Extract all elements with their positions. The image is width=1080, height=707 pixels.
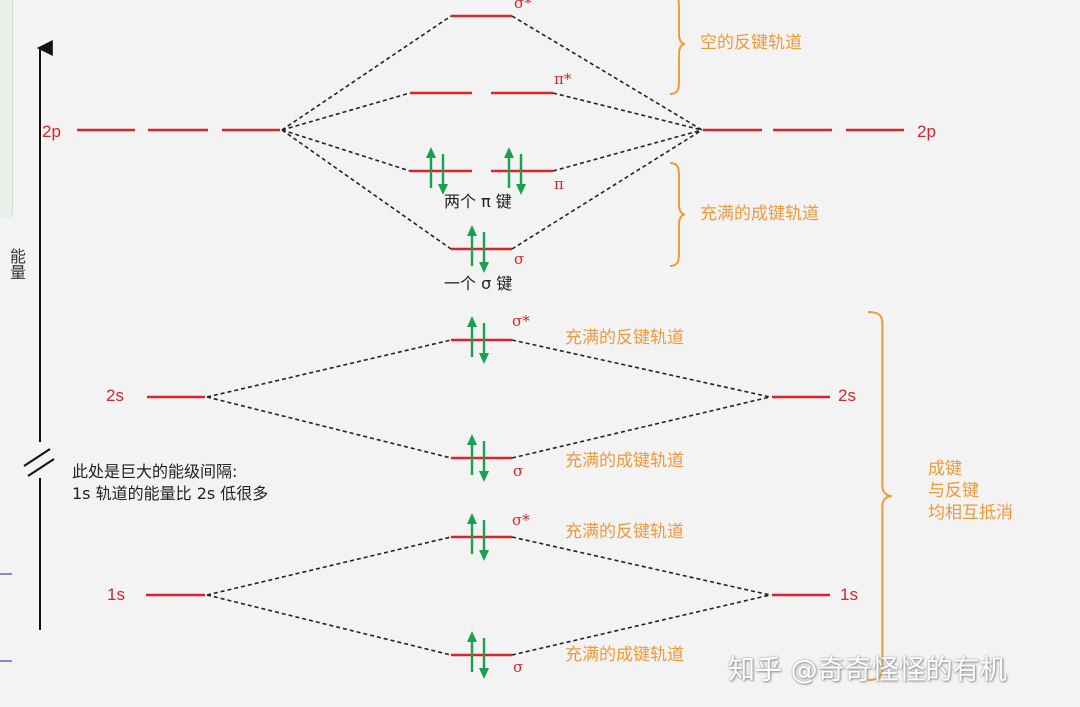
orbital-label-sigma-star-1s: σ* <box>512 511 530 529</box>
gap-note-line-2: 1s 轨道的能量比 2s 低很多 <box>72 484 269 504</box>
electron-pair-sigma-2p-down-part <box>479 262 489 273</box>
side-tick <box>0 573 12 575</box>
label-filled-bonding-1s: 充满的成键轨道 <box>565 645 684 665</box>
electron-pair-pi-b-up-part <box>504 147 514 158</box>
electron-pair-sigma-1s-down-part <box>479 668 489 679</box>
axis-break-mark <box>27 458 55 477</box>
correlation-line <box>281 92 411 131</box>
electron-pair-sigma-2p-up-part <box>467 225 477 236</box>
electron-pair-sigma-2s-down <box>479 441 489 482</box>
electron-pair-sigma-star-1s-up-part <box>467 513 477 524</box>
electron-pair-sigma-1s-down <box>479 638 489 679</box>
electron-pair-sigma-2s-up-part <box>467 434 477 445</box>
brace-filled-bonding-2p <box>669 162 686 267</box>
label-filled-bonding-2s: 充满的成键轨道 <box>565 451 684 471</box>
correlation-line <box>552 129 703 172</box>
gap-note-line-1: 此处是巨大的能级间隔: <box>72 462 238 481</box>
electron-pair-pi-a-down <box>438 154 448 195</box>
label-filled-antibonding-2s: 充满的反键轨道 <box>565 328 684 348</box>
atomic-label-2p-right: 2p <box>917 122 936 141</box>
brace-label-empty-antibonding: 空的反键轨道 <box>700 33 802 53</box>
correlation-line <box>511 396 771 459</box>
orbital-label-pi-star-2p: π* <box>554 70 572 88</box>
electron-pair-pi-b-down-part <box>516 184 526 195</box>
orbital-label-pi-2p: π <box>554 175 564 193</box>
electron-pair-sigma-2p-down <box>479 232 489 273</box>
label-filled-antibonding-1s: 充满的反键轨道 <box>565 522 684 542</box>
correlation-line <box>511 536 771 596</box>
correlation-line <box>511 129 703 250</box>
summary-line-2: 与反键 <box>928 481 979 502</box>
note-two-pi-bonds: 两个 π 键 <box>444 192 512 211</box>
correlation-line <box>281 15 452 131</box>
correlation-line <box>281 129 452 250</box>
brace-label-filled-bonding-2p: 充满的成键轨道 <box>700 204 819 224</box>
electron-pair-pi-a-up-part <box>426 147 436 158</box>
atomic-label-2s-right: 2s <box>838 386 856 405</box>
braces <box>669 0 893 681</box>
electron-pair-sigma-2s-down-part <box>479 471 489 482</box>
electron-pair-pi-b-down <box>516 154 526 195</box>
orbital-label-sigma-2s: σ <box>513 462 524 480</box>
atomic-label-2s-left: 2s <box>106 386 124 405</box>
brace-empty-antibonding <box>669 0 686 95</box>
brace-label-cancel-summary: 成键 与反键 均相互抵消 <box>928 458 1013 524</box>
note-one-sigma-bond: 一个 σ 键 <box>444 274 513 293</box>
summary-line-1: 成键 <box>928 459 962 479</box>
electron-pair-sigma-star-2s-down-part <box>479 353 489 364</box>
atomic-label-1s-left: 1s <box>107 585 125 604</box>
correlation-lines <box>206 15 771 656</box>
atomic-label-1s-right: 1s <box>840 585 858 604</box>
electron-pair-pi-a-down-part <box>438 184 448 195</box>
atomic-label-2p-left: 2p <box>42 122 61 141</box>
brace-cancel-summary <box>867 311 893 681</box>
electron-pair-sigma-1s-up <box>467 631 477 672</box>
electron-pair-pi-b-up <box>504 147 514 188</box>
energy-gap-note: 此处是巨大的能级间隔: 1s 轨道的能量比 2s 低很多 <box>72 461 268 506</box>
summary-line-3: 均相互抵消 <box>928 503 1013 524</box>
correlation-line <box>206 396 452 459</box>
electron-pair-sigma-star-2s-down <box>479 323 489 364</box>
watermark: 知乎 @奇奇怪怪的有机 <box>728 655 1007 686</box>
electron-pair-sigma-star-1s-down <box>479 520 489 561</box>
correlation-line <box>552 92 703 131</box>
orbital-label-sigma-2p: σ <box>514 250 525 268</box>
electron-arrows <box>426 147 526 679</box>
orbital-label-sigma-star-2p: σ* <box>514 0 532 12</box>
electron-pair-sigma-2s-up <box>467 434 477 475</box>
correlation-line <box>206 339 452 398</box>
orbital-label-sigma-1s: σ <box>513 658 524 676</box>
axis-break-mark <box>23 448 51 467</box>
energy-axis <box>23 40 55 630</box>
correlation-line <box>511 15 703 131</box>
energy-levels <box>77 14 904 657</box>
electron-pair-sigma-star-1s-down-part <box>479 550 489 561</box>
electron-pair-sigma-star-2s-up <box>467 316 477 357</box>
electron-pair-sigma-star-1s-up <box>467 513 477 554</box>
correlation-line <box>281 129 411 172</box>
orbital-label-sigma-star-2s: σ* <box>512 312 530 330</box>
correlation-line <box>511 594 771 656</box>
side-panel <box>0 0 13 218</box>
electron-pair-sigma-star-2s-up-part <box>467 316 477 327</box>
correlation-line <box>206 594 452 656</box>
electron-pair-pi-a-up <box>426 147 436 188</box>
correlation-line <box>206 536 452 596</box>
side-tick <box>0 660 12 662</box>
electron-pair-sigma-1s-up-part <box>467 631 477 642</box>
correlation-line <box>511 339 771 398</box>
energy-axis-label: 能量 <box>7 248 26 280</box>
electron-pair-sigma-2p-up <box>467 225 477 266</box>
